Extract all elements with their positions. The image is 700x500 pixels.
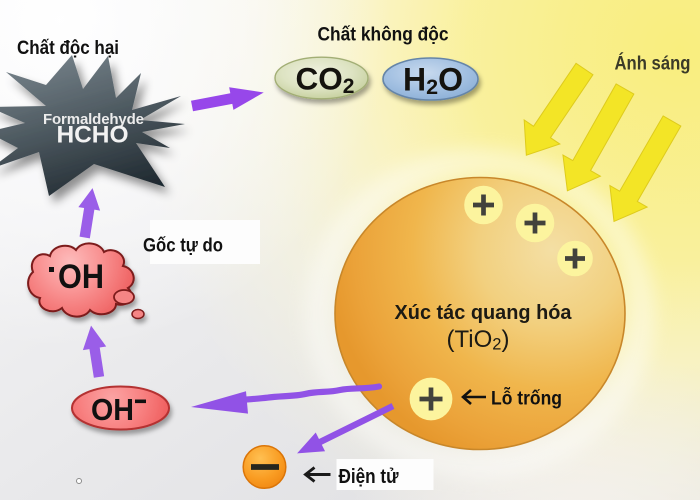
svg-text:OH: OH bbox=[58, 258, 104, 296]
svg-text:HCHO: HCHO bbox=[57, 122, 129, 149]
svg-text:Formaldehyde: Formaldehyde bbox=[43, 111, 144, 128]
svg-text:Chất không độc: Chất không độc bbox=[318, 24, 449, 46]
svg-text:Ánh sáng: Ánh sáng bbox=[615, 51, 691, 74]
svg-text:Lỗ trống: Lỗ trống bbox=[491, 388, 562, 410]
svg-text:Điện tử: Điện tử bbox=[339, 466, 399, 488]
svg-text:OH: OH bbox=[91, 392, 134, 427]
svg-text:Xúc tác quang hóa: Xúc tác quang hóa bbox=[395, 301, 573, 324]
svg-text:Gốc tự do: Gốc tự do bbox=[143, 235, 223, 257]
svg-text:Chất độc hại: Chất độc hại bbox=[17, 37, 119, 59]
